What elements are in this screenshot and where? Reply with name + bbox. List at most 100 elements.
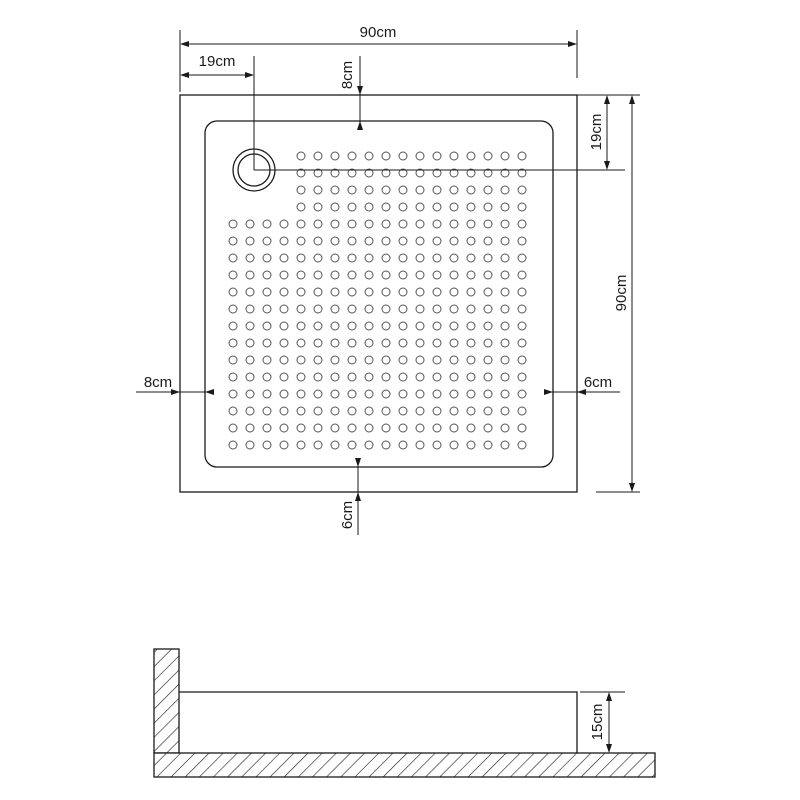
anti-slip-dot [432, 389, 442, 399]
anti-slip-dot [313, 406, 323, 416]
anti-slip-dot [517, 151, 527, 161]
anti-slip-dot [415, 355, 425, 365]
anti-slip-dot [245, 287, 255, 297]
tray-inner-basin [204, 120, 554, 468]
anti-slip-dot [381, 168, 391, 178]
anti-slip-dot [296, 287, 306, 297]
anti-slip-dot [432, 168, 442, 178]
anti-slip-dot [381, 389, 391, 399]
anti-slip-dot [483, 304, 493, 314]
anti-slip-dot [364, 355, 374, 365]
drain-offset-y-dimension: 19cm [254, 94, 625, 171]
anti-slip-dot [432, 253, 442, 263]
floor-hatch [153, 752, 656, 778]
anti-slip-dot [228, 423, 238, 433]
anti-slip-dot [313, 151, 323, 161]
anti-slip-dot [296, 304, 306, 314]
anti-slip-dot [262, 253, 272, 263]
anti-slip-dot [466, 423, 476, 433]
anti-slip-dot [483, 423, 493, 433]
anti-slip-dot [449, 389, 459, 399]
anti-slip-dot [381, 287, 391, 297]
anti-slip-dot [432, 151, 442, 161]
anti-slip-dot [483, 287, 493, 297]
anti-slip-dot [398, 287, 408, 297]
anti-slip-dot [449, 355, 459, 365]
anti-slip-dot [483, 338, 493, 348]
anti-slip-dot [398, 202, 408, 212]
depth-label: 90cm [613, 275, 630, 312]
anti-slip-dot [313, 304, 323, 314]
anti-slip-dot [432, 236, 442, 246]
anti-slip-dot [313, 253, 323, 263]
anti-slip-dot [296, 389, 306, 399]
anti-slip-dot [415, 270, 425, 280]
anti-slip-dot [245, 423, 255, 433]
anti-slip-dot [398, 440, 408, 450]
anti-slip-dot [296, 321, 306, 331]
anti-slip-dot [415, 151, 425, 161]
anti-slip-dot [364, 253, 374, 263]
anti-slip-dot [466, 321, 476, 331]
anti-slip-dot [347, 338, 357, 348]
anti-slip-dot [228, 287, 238, 297]
rim-left-label: 8cm [144, 374, 172, 391]
anti-slip-dot [398, 304, 408, 314]
anti-slip-dot [279, 372, 289, 382]
anti-slip-dot [330, 338, 340, 348]
anti-slip-dot [500, 355, 510, 365]
anti-slip-dot [364, 151, 374, 161]
anti-slip-dot [228, 321, 238, 331]
anti-slip-dot [330, 287, 340, 297]
anti-slip-dot [228, 236, 238, 246]
anti-slip-dot [381, 202, 391, 212]
anti-slip-dot [466, 287, 476, 297]
anti-slip-dot [330, 440, 340, 450]
anti-slip-dot [296, 219, 306, 229]
anti-slip-dot [364, 304, 374, 314]
anti-slip-dot [415, 304, 425, 314]
anti-slip-dot [483, 236, 493, 246]
anti-slip-dot [500, 253, 510, 263]
anti-slip-dot [245, 355, 255, 365]
anti-slip-dot [313, 389, 323, 399]
anti-slip-dot [347, 168, 357, 178]
anti-slip-dot [449, 236, 459, 246]
anti-slip-dot [228, 355, 238, 365]
anti-slip-dot [245, 338, 255, 348]
anti-slip-dot [296, 372, 306, 382]
anti-slip-dot [245, 406, 255, 416]
anti-slip-dot [449, 185, 459, 195]
anti-slip-dot [398, 219, 408, 229]
anti-slip-dot [415, 338, 425, 348]
anti-slip-dot [415, 168, 425, 178]
anti-slip-dot [500, 287, 510, 297]
anti-slip-dot [228, 219, 238, 229]
anti-slip-dot [245, 219, 255, 229]
anti-slip-dot [449, 168, 459, 178]
anti-slip-dot [330, 219, 340, 229]
anti-slip-dot [398, 321, 408, 331]
anti-slip-dot [279, 219, 289, 229]
width-dimension: 90cm [179, 24, 578, 92]
anti-slip-dot [500, 151, 510, 161]
anti-slip-dot [279, 321, 289, 331]
drain-offset-x-dimension: 19cm [180, 53, 255, 170]
anti-slip-dot [313, 372, 323, 382]
anti-slip-dot [381, 440, 391, 450]
anti-slip-dot [398, 236, 408, 246]
anti-slip-dot-grid [228, 151, 527, 450]
anti-slip-dot [313, 270, 323, 280]
anti-slip-dot [517, 287, 527, 297]
anti-slip-dot [483, 219, 493, 229]
anti-slip-dot [500, 219, 510, 229]
anti-slip-dot [466, 270, 476, 280]
anti-slip-dot [415, 372, 425, 382]
anti-slip-dot [262, 338, 272, 348]
anti-slip-dot [381, 321, 391, 331]
anti-slip-dot [483, 321, 493, 331]
anti-slip-dot [296, 270, 306, 280]
anti-slip-dot [432, 321, 442, 331]
anti-slip-dot [517, 389, 527, 399]
